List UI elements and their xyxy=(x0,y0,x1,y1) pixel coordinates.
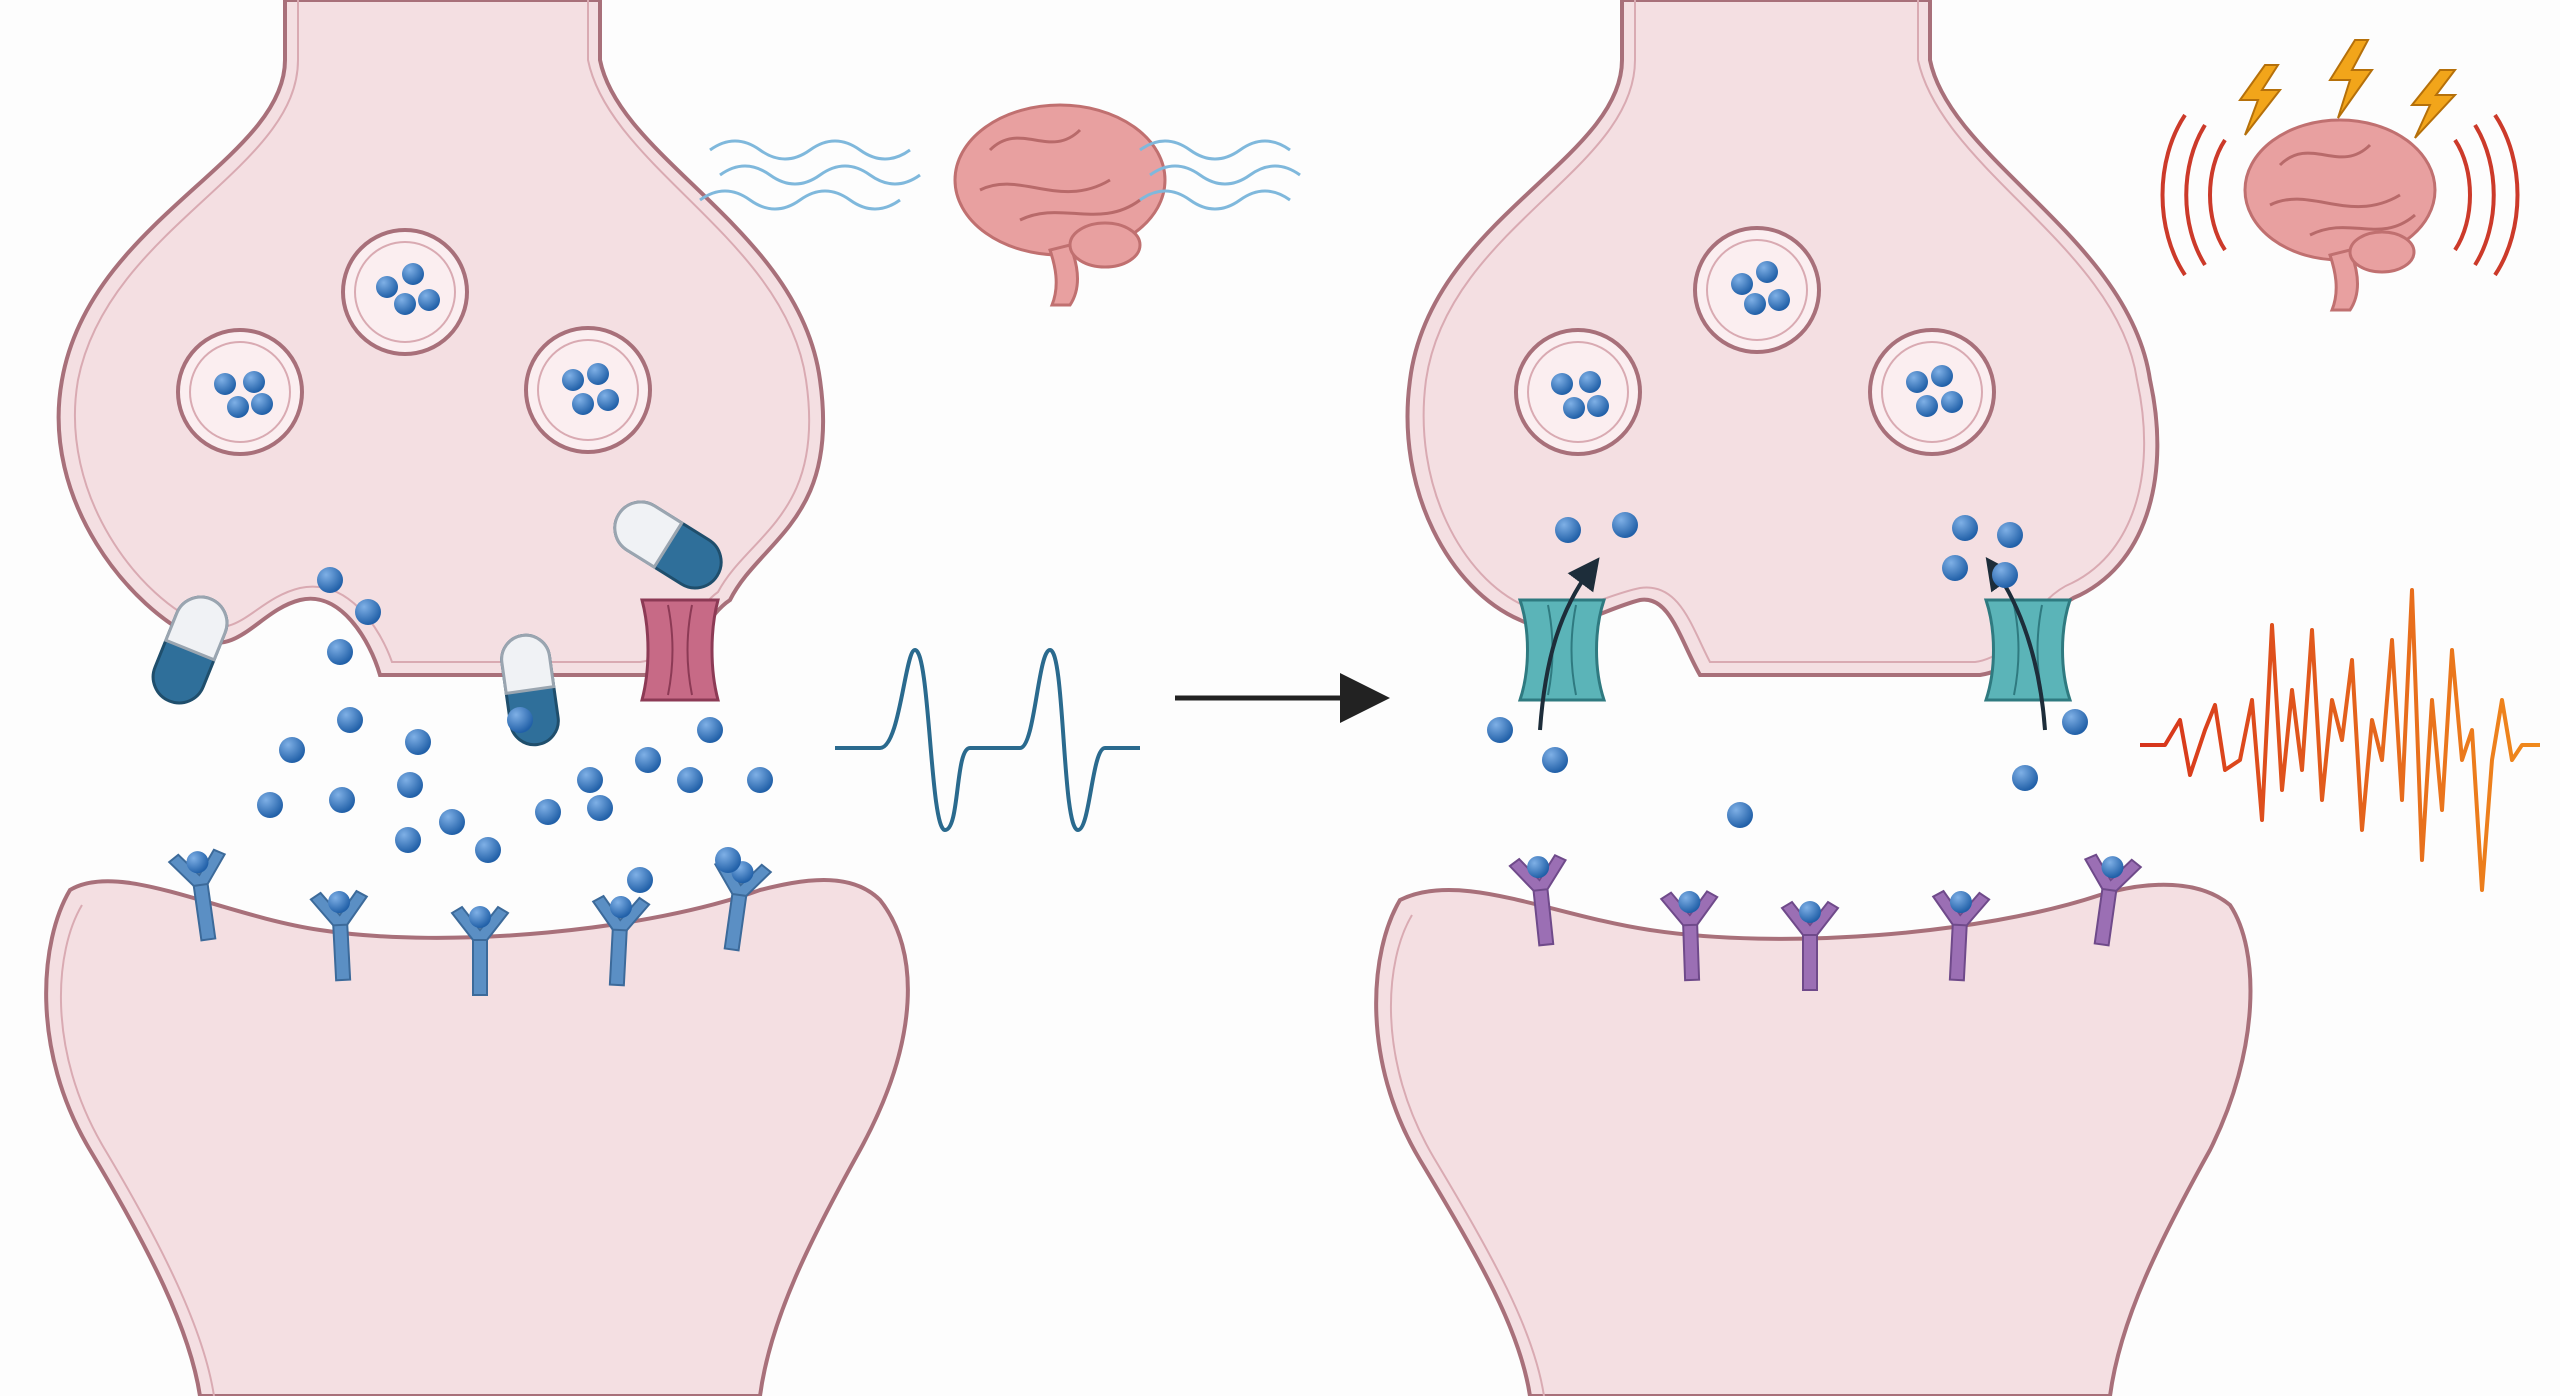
neurotransmitter-dot xyxy=(587,795,613,821)
postsynaptic-terminal xyxy=(44,878,910,1396)
neurotransmitter-dot xyxy=(1997,522,2023,548)
neurotransmitter-dot xyxy=(2101,856,2124,879)
neurotransmitter-dot xyxy=(1555,517,1581,543)
neurotransmitter-dot xyxy=(609,896,632,919)
neurotransmitter-dot xyxy=(397,772,423,798)
calm-wave-icon xyxy=(699,139,1301,211)
receptor-icon xyxy=(1659,890,1719,982)
receptor-group-right xyxy=(1508,853,2143,991)
neurotransmitter-dot xyxy=(337,707,363,733)
erratic-signal-icon xyxy=(2140,588,2540,892)
vesicle xyxy=(1693,226,1821,354)
normal-signal-icon xyxy=(835,647,1140,833)
presynaptic-inner-membrane xyxy=(73,0,811,663)
neurotransmitter-group-left xyxy=(257,567,773,893)
neurotransmitter-dot xyxy=(535,799,561,825)
neurotransmitter-dot xyxy=(1678,891,1701,914)
receptor-icon xyxy=(1508,853,1567,947)
neurotransmitter-dot xyxy=(405,729,431,755)
agitation-arcs-icon xyxy=(2160,113,2520,277)
neurotransmitter-dot xyxy=(2012,765,2038,791)
vesicle xyxy=(524,326,652,454)
neurotransmitter-dot xyxy=(327,639,353,665)
neurotransmitter-dot xyxy=(469,906,491,928)
pill-icon xyxy=(151,595,229,705)
calm-brain-icon xyxy=(953,103,1167,307)
vesicle xyxy=(341,228,469,356)
vesicle xyxy=(1514,328,1642,456)
vesicle xyxy=(1868,328,1996,456)
lightning-icon xyxy=(2238,39,2458,139)
neurotransmitter-group-right xyxy=(1487,512,2088,828)
neurotransmitter-dot xyxy=(257,792,283,818)
left-panel xyxy=(44,0,1301,1396)
neurotransmitter-dot xyxy=(2062,709,2088,735)
neurotransmitter-dot xyxy=(1487,717,1513,743)
neurotransmitter-dot xyxy=(1542,747,1568,773)
transporter-icon xyxy=(1983,598,2073,702)
neurotransmitter-dot xyxy=(677,767,703,793)
postsynaptic-inner-membrane xyxy=(1389,914,1545,1396)
transporter-icon xyxy=(1517,598,1607,702)
pill-icon xyxy=(613,500,723,590)
agitated-brain-icon xyxy=(2243,118,2437,312)
reuptake-arrow-icon xyxy=(1538,557,1600,731)
neurotransmitter-dot xyxy=(715,847,741,873)
neurotransmitter-dot xyxy=(475,837,501,863)
receptor-icon xyxy=(309,889,369,982)
neurotransmitter-dot xyxy=(635,747,661,773)
presynaptic-inner-membrane xyxy=(1422,0,2146,663)
neurotransmitter-dot xyxy=(1992,562,2018,588)
blocked-transporter-icon xyxy=(640,598,720,702)
neurotransmitter-dot xyxy=(317,567,343,593)
postsynaptic-inner-membrane xyxy=(59,904,215,1396)
neurotransmitter-dot xyxy=(1612,512,1638,538)
neurotransmitter-dot xyxy=(1949,891,1972,914)
neurotransmitter-dot xyxy=(747,767,773,793)
neurotransmitter-dot xyxy=(1799,901,1821,923)
vesicle xyxy=(176,328,304,456)
neurotransmitter-dot xyxy=(328,891,351,914)
neurotransmitter-dot xyxy=(1527,856,1550,879)
neurotransmitter-dot xyxy=(279,737,305,763)
receptor-icon xyxy=(167,848,227,942)
neurotransmitter-dot xyxy=(1952,515,1978,541)
neurotransmitter-dot xyxy=(507,707,533,733)
neurotransmitter-dot xyxy=(697,717,723,743)
neurotransmitter-dot xyxy=(1942,555,1968,581)
neurotransmitter-dot xyxy=(329,787,355,813)
neurotransmitter-dot xyxy=(395,827,421,853)
receptor-icon xyxy=(1931,889,1991,982)
neurotransmitter-dot xyxy=(627,867,653,893)
receptor-icon xyxy=(2083,853,2143,947)
right-panel xyxy=(1374,0,2540,1396)
neurotransmitter-dot xyxy=(1727,802,1753,828)
neurotransmitter-dot xyxy=(577,767,603,793)
receptor-icon xyxy=(1780,900,1840,991)
neurotransmitter-dot xyxy=(186,851,209,874)
receptor-icon xyxy=(591,894,651,987)
neurotransmitter-dot xyxy=(355,599,381,625)
neurotransmitter-dot xyxy=(439,809,465,835)
receptor-icon xyxy=(450,905,510,996)
